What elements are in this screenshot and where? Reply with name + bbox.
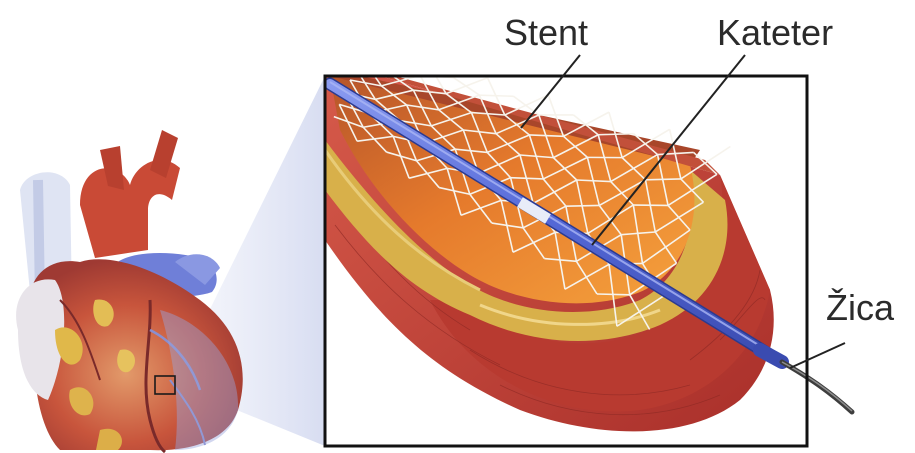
stent-strut	[366, 43, 387, 72]
stent-strut	[393, 59, 420, 76]
stent-strut	[387, 61, 426, 73]
stent-strut	[645, 179, 680, 180]
stent-strut	[361, 56, 394, 59]
stent-strut	[566, 205, 599, 206]
stent-strut	[355, 68, 387, 73]
stent-strut	[479, 95, 513, 96]
heart-illustration	[16, 130, 243, 452]
zica-label: Žica	[826, 290, 894, 326]
stent-label: Stent	[504, 15, 588, 51]
stent-strut	[597, 294, 630, 295]
stent-strut	[598, 134, 633, 135]
kateter-label: Kateter	[717, 15, 833, 51]
